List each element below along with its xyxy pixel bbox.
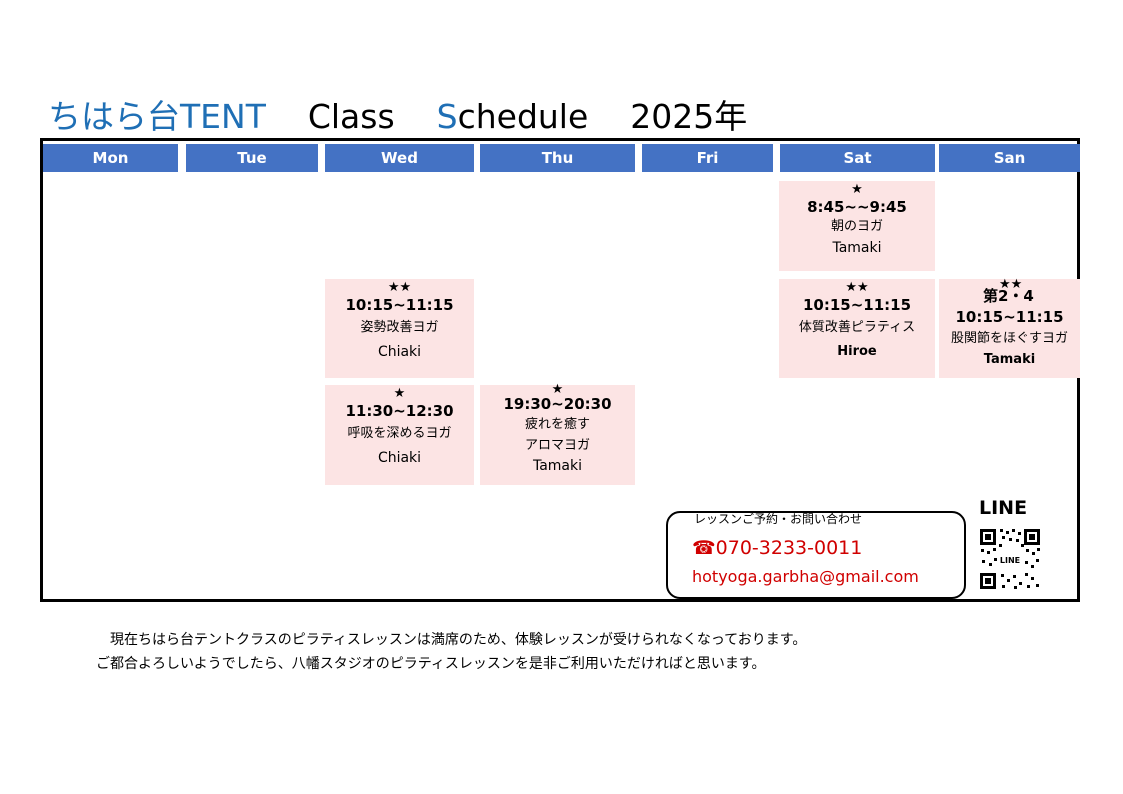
schedule-table: Mon Tue Wed Thu Fri Sat San ★ 8:45~~9:45… — [40, 138, 1080, 602]
class-time: 8:45~~9:45 — [807, 198, 907, 216]
class-card-thu-1[interactable]: ★ 19:30~20:30 疲れを癒す アロマヨガ Tamaki — [480, 382, 635, 485]
title-schedule-initial: S — [436, 97, 458, 136]
instructor-name: Tamaki — [532, 458, 583, 474]
class-card-wed-1[interactable]: ★★ 10:15~11:15 姿勢改善ヨガ Chiaki — [325, 279, 474, 378]
day-header-sat: Sat — [780, 144, 935, 172]
day-header-mon: Mon — [43, 144, 178, 172]
contact-label: レッスンご予約・お問い合わせ — [694, 512, 863, 526]
instructor-name: Tamaki — [983, 352, 1036, 367]
class-title: 朝のヨガ — [830, 219, 883, 234]
class-time: 10:15~11:15 — [955, 308, 1064, 326]
phone-number[interactable]: ☎070-3233-0011 — [692, 537, 863, 559]
rating-stars: ★ — [393, 386, 406, 401]
notice-line-2: ご都合よろしいようでしたら、八幡スタジオのピラティスレッスンを是非ご利用いただけ… — [96, 656, 766, 672]
title-class: Class — [307, 97, 395, 136]
rating-stars: ★ — [551, 382, 564, 397]
line-label: LINE — [979, 497, 1028, 519]
class-card-sat-morning[interactable]: ★ 8:45~~9:45 朝のヨガ Tamaki — [779, 181, 935, 271]
qr-code-icon[interactable]: LINE — [978, 527, 1042, 591]
page-title: ちはら台TENT Class Schedule 2025年 — [48, 90, 747, 138]
week-label: 第2・4 — [983, 287, 1034, 305]
qr-line-text: LINE — [1000, 556, 1020, 565]
day-header-san: San — [939, 144, 1080, 172]
class-card-wed-2[interactable]: ★ 11:30~12:30 呼吸を深めるヨガ Chiaki — [325, 385, 474, 485]
class-title: 姿勢改善ヨガ — [360, 320, 439, 335]
class-title: 体質改善ピラティス — [798, 320, 916, 335]
contact-box: レッスンご予約・お問い合わせ ☎070-3233-0011 hotyoga.ga… — [666, 511, 966, 599]
instructor-name: Hiroe — [837, 344, 877, 359]
class-card-san-1[interactable]: ★★ 第2・4 10:15~11:15 股関節をほぐすヨガ Tamaki — [939, 277, 1080, 378]
instructor-name: Chiaki — [377, 450, 422, 466]
class-card-sat-2[interactable]: ★★ 10:15~11:15 体質改善ピラティス Hiroe — [779, 279, 935, 378]
class-title-line1: 疲れを癒す — [524, 417, 590, 432]
rating-stars: ★★ — [845, 280, 869, 295]
day-header-thu: Thu — [480, 144, 635, 172]
class-time: 10:15~11:15 — [802, 296, 912, 314]
instructor-name: Chiaki — [377, 344, 422, 360]
class-time: 10:15~11:15 — [345, 296, 454, 314]
instructor-name: Tamaki — [832, 240, 882, 256]
day-header-wed: Wed — [325, 144, 474, 172]
rating-stars: ★ — [851, 182, 863, 197]
class-title: 股関節をほぐすヨガ — [950, 331, 1068, 346]
notice-line-1: 現在ちはら台テントクラスのピラティスレッスンは満席のため、体験レッスンが受けられ… — [96, 632, 807, 648]
class-time: 11:30~12:30 — [345, 402, 454, 420]
email-address[interactable]: hotyoga.garbha@gmail.com — [692, 567, 919, 586]
rating-stars: ★★ — [999, 277, 1023, 292]
title-year: 2025年 — [630, 97, 748, 136]
rating-stars: ★★ — [387, 280, 412, 295]
day-header-tue: Tue — [186, 144, 318, 172]
class-title-line2: アロマヨガ — [524, 438, 590, 453]
notice-text: 現在ちはら台テントクラスのピラティスレッスンは満席のため、体験レッスンが受けられ… — [96, 628, 806, 676]
class-title: 呼吸を深めるヨガ — [347, 426, 452, 441]
day-header-fri: Fri — [642, 144, 773, 172]
brand-name: ちはら台TENT — [48, 97, 266, 136]
class-time: 19:30~20:30 — [503, 395, 612, 413]
title-schedule-rest: chedule — [457, 97, 589, 136]
